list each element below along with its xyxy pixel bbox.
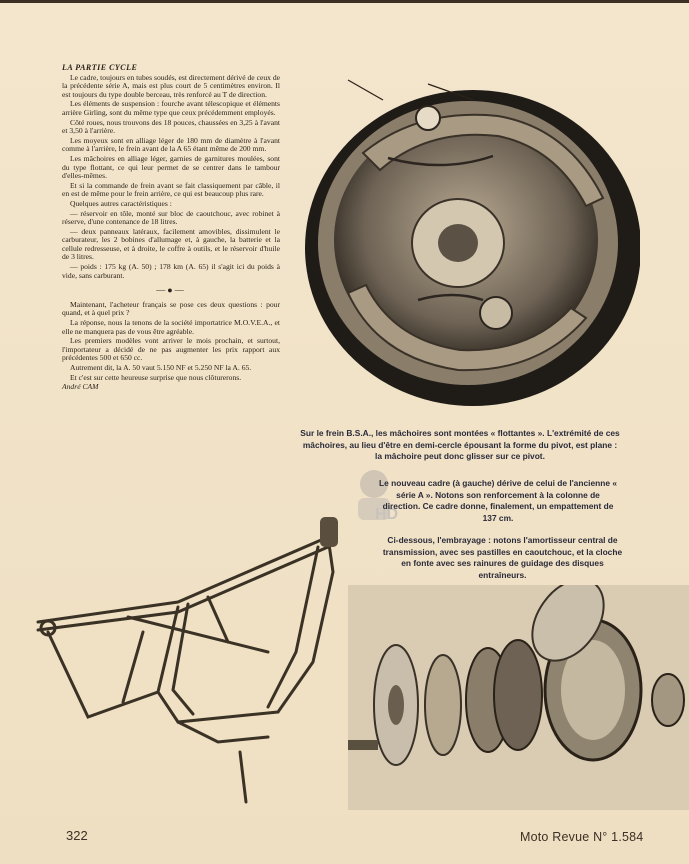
article-paragraph: Autrement dit, la A. 50 vaut 5.150 NF et… [70,363,252,372]
author-signature: André CAM [62,382,99,392]
article-column: LA PARTIE CYCLE Le cadre, toujours en tu… [62,63,280,393]
section-ornament: —●— [156,285,186,296]
article-paragraph: — deux panneaux latéraux, facilement amo… [62,226,280,262]
article-paragraph: Les mâchoires en alliage léger, garnies … [62,153,280,181]
article-paragraph: Les premiers modèles vont arriver le moi… [62,336,280,363]
article-paragraph: Quelques autres caractéristiques : [70,198,172,208]
watermark-text: HD [375,506,399,523]
brake-drum-photo [305,79,640,406]
article-paragraph: Les moyeux sont en alliage léger de 180 … [62,135,280,154]
brake-caption: Sur le frein B.S.A., les mâchoires sont … [300,428,620,461]
article-paragraph: Les éléments de suspension : fourche ava… [62,99,280,117]
magazine-issue: Moto Revue N° 1.584 [520,830,644,844]
article-paragraph: — poids : 175 kg (A. 50) ; 178 km (A. 65… [62,262,280,280]
article-paragraph: La réponse, nous la tenons de la société… [62,318,280,336]
watermark-logo [358,470,390,520]
section-heading: LA PARTIE CYCLE [62,63,138,72]
article-paragraph: Maintenant, l'acheteur français se pose … [62,299,280,318]
motorcycle-frame-photo [36,517,338,804]
article-paragraph: Le cadre, toujours en tubes soudés, est … [62,72,280,99]
article-paragraph: Côté roues, nous trouvons des 18 pouces,… [62,117,280,136]
article-paragraph: Et c'est sur cette heureuse surprise que… [70,372,242,382]
frame-caption: Le nouveau cadre (à gauche) dérive de ce… [379,478,617,523]
page-number: 322 [66,828,88,843]
clutch-caption: Ci-dessous, l'embrayage : notons l'amort… [382,535,623,580]
clutch-exploded-photo [348,585,689,810]
top-rule [0,0,689,3]
article-paragraph: — réservoir en tôle, monté sur bloc de c… [62,208,280,227]
article-paragraph: Et si la commande de frein avant se fait… [62,180,280,199]
